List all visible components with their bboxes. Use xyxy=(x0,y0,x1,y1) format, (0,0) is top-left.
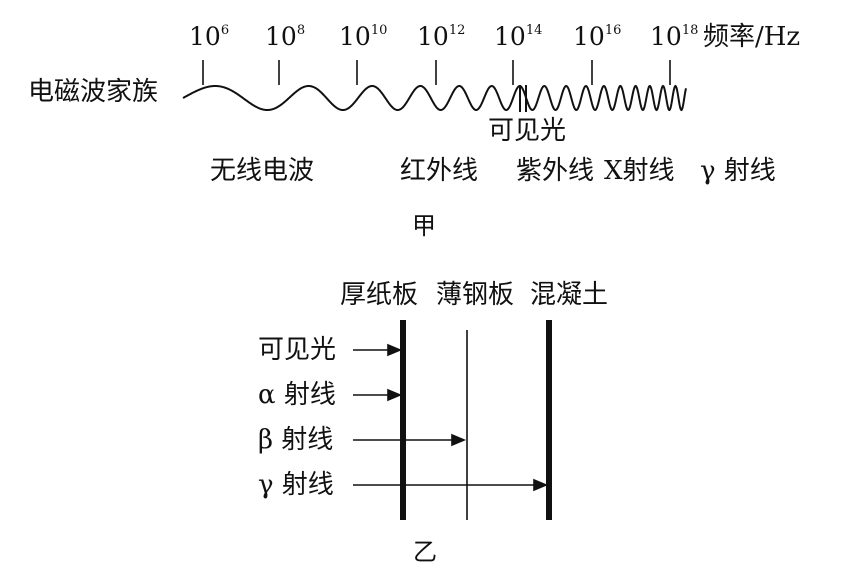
em-family-label: 电磁波家族 xyxy=(28,77,159,107)
frequency-ticks xyxy=(202,60,671,85)
tick-label-1e6: 106 xyxy=(189,22,230,51)
tick-label-1e12: 1012 xyxy=(417,22,466,51)
radiation-label-alpha: α 射线 xyxy=(258,380,336,410)
radiation-label-gamma: γ 射线 xyxy=(258,470,334,500)
tick-label-1e14: 1014 xyxy=(494,22,543,51)
radiation-label-beta: β 射线 xyxy=(258,425,334,455)
band-infrared: 红外线 xyxy=(400,156,479,186)
tick-label-1e8: 108 xyxy=(265,22,306,51)
barrier-label-thin-steel: 薄钢板 xyxy=(436,280,515,310)
band-ultraviolet: 紫外线 xyxy=(516,156,595,186)
em-wave xyxy=(182,84,687,112)
tick-label-1e10: 1010 xyxy=(339,22,388,51)
barrier-label-thick-paper: 厚纸板 xyxy=(340,280,419,310)
tick-label-1e18: 1018 xyxy=(650,22,699,51)
radiation-arrows xyxy=(353,343,549,492)
caption-yi: 乙 xyxy=(413,538,437,566)
band-gamma-rays: γ 射线 xyxy=(700,156,776,186)
radiation-label-visible-light: 可见光 xyxy=(258,335,337,365)
visible-light-label: 可见光 xyxy=(488,116,567,146)
barriers xyxy=(400,320,552,520)
band-x-rays: X射线 xyxy=(604,156,675,186)
tick-label-1e16: 1016 xyxy=(573,22,622,51)
barrier-label-concrete: 混凝土 xyxy=(530,280,609,310)
band-radio-waves: 无线电波 xyxy=(210,156,315,186)
frequency-unit-label: 频率/Hz xyxy=(703,22,801,52)
caption-jia: 甲 xyxy=(412,212,436,240)
